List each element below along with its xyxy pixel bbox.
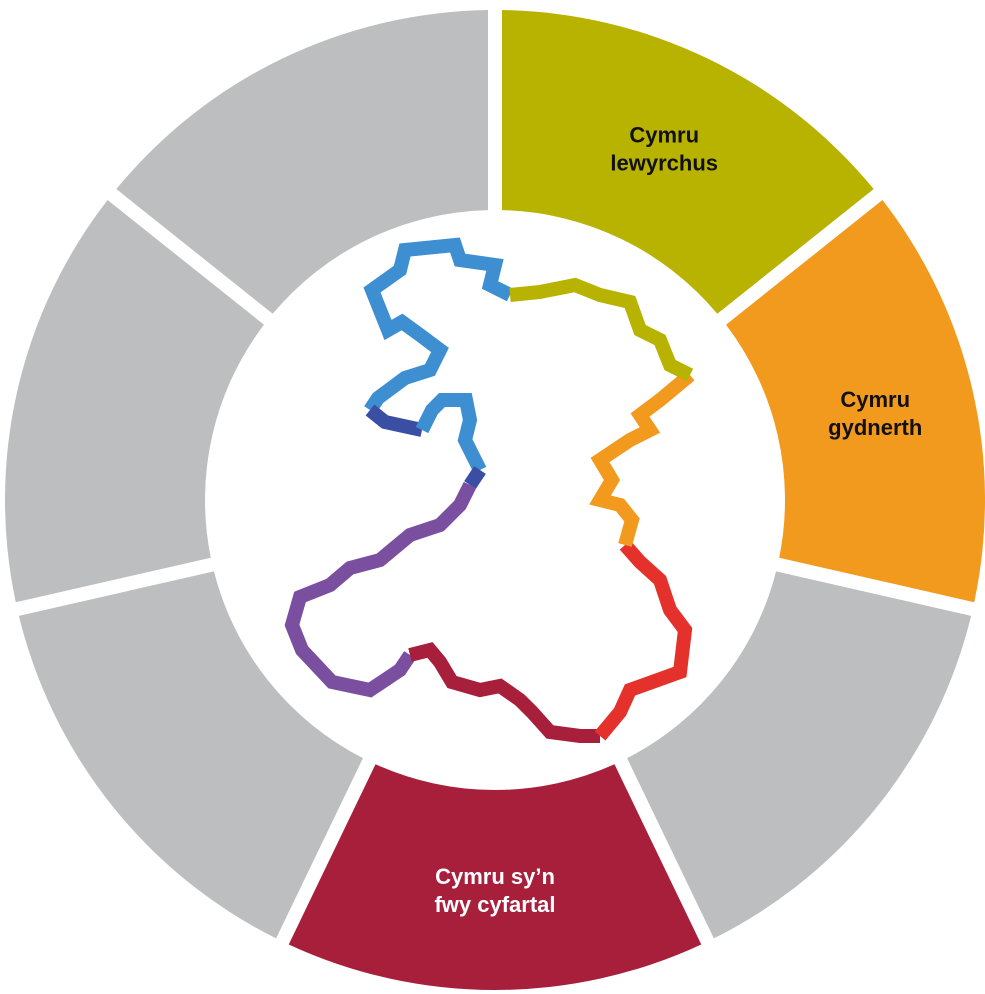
goal-ring [4,10,985,990]
segment-blank-6 [4,199,264,603]
segment-label-more-equal: Cymru sy’n fwy cyfartal [434,864,555,917]
wales-outline-crimson [408,642,600,743]
segment-label-line: lewyrchus [610,151,718,176]
segment-resilient [726,199,985,603]
wales-outline-blue [415,393,487,474]
segment-blank-5 [18,571,363,939]
segment-label-line: Cymru [840,387,910,412]
wales-outline-dark-blue [365,404,424,437]
segment-more-equal [288,764,702,990]
segment-label-prosperous: Cymru lewyrchus [610,123,718,176]
wales-outline-blue [363,237,514,414]
wales-outline-olive [509,277,694,382]
segment-label-resilient: Cymru gydnerth [828,387,922,440]
segment-prosperous [501,10,874,314]
segment-blank-3 [627,571,972,939]
segment-label-line: gydnerth [828,415,922,440]
segment-blank-7 [116,10,489,314]
segment-label-line: fwy cyfartal [434,892,555,917]
segment-label-line: Cymru [629,123,699,148]
segment-label-line: Cymru sy’n [435,864,555,889]
wales-outline-orange [589,369,695,547]
wales-outline-red [594,540,693,741]
wales-outline-dark-blue [464,466,486,489]
wales-outline-purple [284,481,477,698]
wales-outline [284,237,695,743]
